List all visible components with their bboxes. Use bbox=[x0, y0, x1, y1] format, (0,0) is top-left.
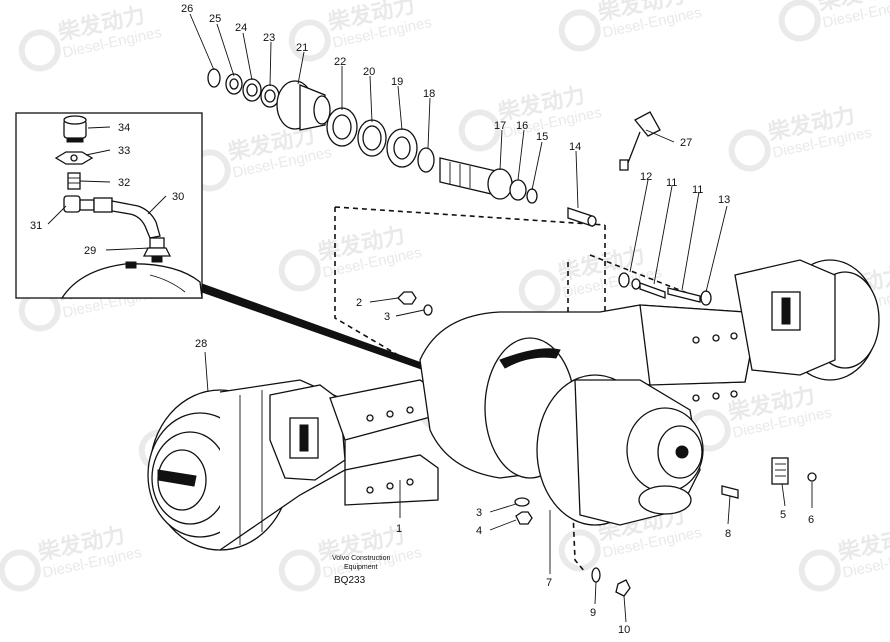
footer-company-line2: Equipment bbox=[344, 564, 378, 571]
watermark-logo-icon bbox=[18, 29, 61, 72]
watermark-logo-icon bbox=[278, 249, 321, 292]
callout-16: 16 bbox=[516, 120, 528, 132]
plug-5-6-8 bbox=[721, 457, 817, 499]
callout-19: 19 bbox=[391, 76, 403, 88]
differential-carrier bbox=[536, 374, 704, 526]
leader-lines bbox=[47, 13, 813, 623]
watermark-logo-icon bbox=[728, 129, 771, 172]
callout-34: 34 bbox=[118, 122, 130, 134]
callout-12: 12 bbox=[640, 171, 652, 183]
inset-pointer bbox=[201, 283, 431, 373]
breather-cap-34 bbox=[63, 115, 87, 143]
ring-24 bbox=[242, 78, 262, 102]
fastener-3-4 bbox=[514, 497, 533, 525]
washer-25 bbox=[225, 73, 243, 95]
callout-31: 31 bbox=[30, 220, 42, 232]
callout-25: 25 bbox=[209, 13, 221, 25]
callout-17: 17 bbox=[494, 120, 506, 132]
callout-6: 6 bbox=[808, 514, 814, 526]
watermark-logo-icon bbox=[288, 19, 331, 62]
callout-13: 13 bbox=[718, 194, 730, 206]
callout-5: 5 bbox=[780, 509, 786, 521]
inset-housing-detail bbox=[60, 261, 203, 299]
watermark-logo-icon bbox=[558, 529, 601, 572]
callout-22: 22 bbox=[334, 56, 346, 68]
callout-14: 14 bbox=[569, 141, 581, 153]
callout-11a: 11 bbox=[666, 177, 677, 189]
callout-10: 10 bbox=[618, 624, 630, 636]
callout-24: 24 bbox=[235, 22, 247, 34]
footer-drawing-code: BQ233 bbox=[334, 575, 366, 586]
callout-8: 8 bbox=[725, 528, 731, 540]
nut-33 bbox=[54, 151, 94, 165]
callout-23: 23 bbox=[263, 32, 275, 44]
bearing-17-16-15 bbox=[487, 168, 538, 204]
callout-29: 29 bbox=[84, 245, 96, 257]
callout-7: 7 bbox=[546, 577, 552, 589]
ring-23 bbox=[260, 84, 280, 108]
watermark-logo-icon bbox=[458, 109, 501, 152]
callout-2: 2 bbox=[356, 297, 362, 309]
callout-28: 28 bbox=[195, 338, 207, 350]
callout-27: 27 bbox=[680, 137, 692, 149]
bearing-22-20-19 bbox=[326, 107, 418, 168]
left-brake-caliper bbox=[269, 384, 346, 481]
callout-1: 1 bbox=[396, 523, 402, 535]
watermark-logo-icon bbox=[0, 549, 41, 592]
callout-3a: 3 bbox=[384, 311, 390, 323]
right-wheel-hub bbox=[734, 259, 880, 381]
circlip-26 bbox=[207, 68, 221, 88]
assembly-line-top bbox=[334, 206, 606, 226]
watermark-logo-icon bbox=[778, 0, 821, 42]
callout-26: 26 bbox=[181, 3, 193, 15]
watermark-logo-icon bbox=[798, 549, 841, 592]
callout-20: 20 bbox=[363, 66, 375, 78]
watermark-logo-icon bbox=[558, 9, 601, 52]
callout-3b: 3 bbox=[476, 507, 482, 519]
callout-15: 15 bbox=[536, 131, 548, 143]
assembly-line-left bbox=[334, 207, 416, 366]
bolts-11-12-13 bbox=[618, 272, 712, 306]
fitting-29 bbox=[142, 237, 172, 263]
drawing: 1 2 3 3 4 5 6 7 8 9 10 11 11 12 13 14 15… bbox=[15, 3, 880, 636]
callout-30: 30 bbox=[172, 191, 184, 203]
callout-9: 9 bbox=[590, 607, 596, 619]
fastener-2-3 bbox=[397, 291, 433, 316]
flange-21 bbox=[276, 80, 331, 131]
handle-27 bbox=[619, 111, 661, 171]
callout-21: 21 bbox=[296, 42, 308, 54]
callout-18: 18 bbox=[423, 88, 435, 100]
shaft-14 bbox=[567, 207, 597, 227]
watermark-logo-icon bbox=[518, 269, 561, 312]
seal-18 bbox=[417, 147, 435, 173]
callout-32: 32 bbox=[118, 177, 130, 189]
callout-labels: 1 2 3 3 4 5 6 7 8 9 10 11 11 12 13 14 15… bbox=[30, 3, 814, 636]
fastener-9-10 bbox=[591, 567, 631, 597]
callout-33: 33 bbox=[118, 145, 130, 157]
footer-company-line1: Volvo Construction bbox=[332, 555, 390, 562]
footer-block: Volvo Construction Equipment BQ233 bbox=[332, 555, 390, 586]
fitting-32 bbox=[67, 172, 81, 190]
callout-11b: 11 bbox=[692, 184, 703, 196]
watermark-logo-icon bbox=[278, 549, 321, 592]
callout-4: 4 bbox=[476, 525, 482, 537]
